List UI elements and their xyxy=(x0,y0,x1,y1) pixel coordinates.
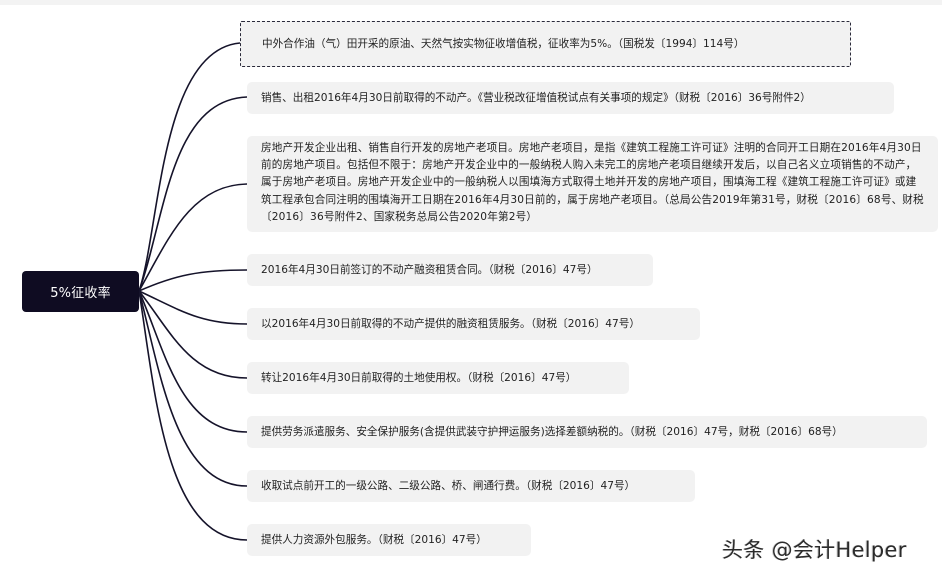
child-node-4[interactable]: 2016年4月30日前签订的不动产融资租赁合同。（财税〔2016〕47号） xyxy=(247,254,653,286)
edge-node-5 xyxy=(138,290,248,325)
root-node[interactable]: 5%征收率 xyxy=(22,271,139,312)
edge-node-4 xyxy=(138,269,248,292)
node-label: 2016年4月30日前签订的不动产融资租赁合同。（财税〔2016〕47号） xyxy=(261,263,598,276)
edge-node-8 xyxy=(138,290,248,487)
child-node-1[interactable]: 中外合作油（气）田开采的原油、天然气按实物征收增值税，征收率为5%。（国税发〔1… xyxy=(240,21,851,67)
edge-node-7 xyxy=(138,290,248,433)
watermark: 头条 @会计Helper xyxy=(722,538,907,562)
child-node-9[interactable]: 提供人力资源外包服务。（财税〔2016〕47号） xyxy=(247,524,531,556)
node-label: 转让2016年4月30日前取得的土地使用权。（财税〔2016〕47号） xyxy=(261,371,577,384)
node-label: 提供人力资源外包服务。（财税〔2016〕47号） xyxy=(261,533,487,546)
child-node-3[interactable]: 房地产开发企业出租、销售自行开发的房地产老项目。房地产老项目，是指《建筑工程施工… xyxy=(247,136,938,232)
child-node-8[interactable]: 收取试点前开工的一级公路、二级公路、桥、闸通行费。（财税〔2016〕47号） xyxy=(247,470,695,502)
node-label: 提供劳务派遣服务、安全保护服务(含提供武装守护押运服务)选择差额纳税的。（财税〔… xyxy=(261,425,843,438)
edge-node-6 xyxy=(138,290,248,379)
top-toolbar-strip xyxy=(0,0,942,5)
child-node-6[interactable]: 转让2016年4月30日前取得的土地使用权。（财税〔2016〕47号） xyxy=(247,362,629,394)
child-node-7[interactable]: 提供劳务派遣服务、安全保护服务(含提供武装守护押运服务)选择差额纳税的。（财税〔… xyxy=(247,416,927,448)
node-label: 以2016年4月30日前取得的不动产提供的融资租赁服务。（财税〔2016〕47号… xyxy=(261,317,640,330)
node-label: 中外合作油（气）田开采的原油、天然气按实物征收增值税，征收率为5%。（国税发〔1… xyxy=(262,37,745,50)
edge-node-3 xyxy=(138,183,248,292)
node-label: 收取试点前开工的一级公路、二级公路、桥、闸通行费。（财税〔2016〕47号） xyxy=(261,479,636,492)
node-label: 房地产开发企业出租、销售自行开发的房地产老项目。房地产老项目，是指《建筑工程施工… xyxy=(261,142,924,223)
node-label: 销售、出租2016年4月30日前取得的不动产。《营业税改征增值税试点有关事项的规… xyxy=(261,91,811,104)
edge-node-1 xyxy=(138,42,241,292)
edge-node-2 xyxy=(138,96,248,292)
edge-node-9 xyxy=(138,290,248,541)
child-node-2[interactable]: 销售、出租2016年4月30日前取得的不动产。《营业税改征增值税试点有关事项的规… xyxy=(247,82,894,114)
root-node-label: 5%征收率 xyxy=(50,286,111,301)
child-node-5[interactable]: 以2016年4月30日前取得的不动产提供的融资租赁服务。（财税〔2016〕47号… xyxy=(247,308,700,340)
